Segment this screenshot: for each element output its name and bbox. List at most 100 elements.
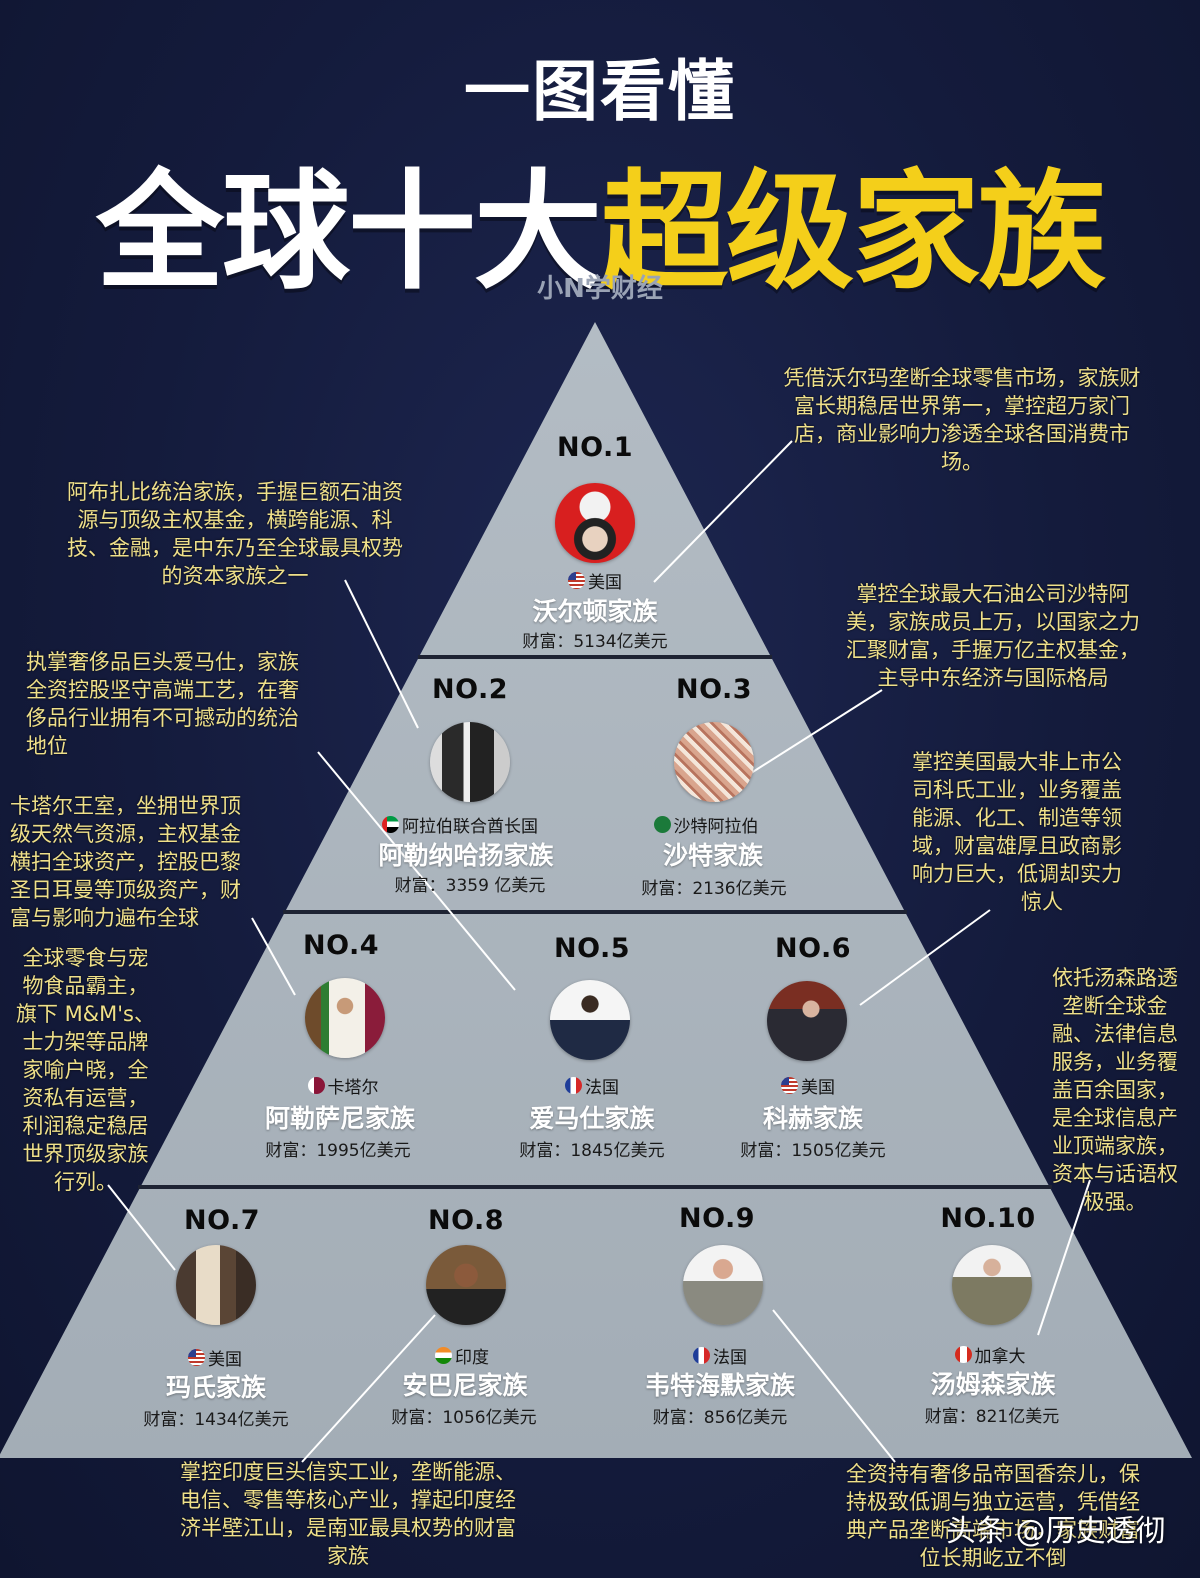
country-label: 卡塔尔: [213, 1073, 473, 1098]
family-name: 科赫家族: [762, 1104, 863, 1133]
note-koch: 掌控美国最大非上市公 司科氏工业，业务覆盖 能源、化工、制造等领 域，财富雄厚且…: [912, 748, 1172, 916]
country-label: 美国: [678, 1073, 938, 1098]
header-kicker: 一图看懂: [464, 53, 736, 130]
france-flag-icon: [565, 1077, 582, 1094]
family-name: 韦特海默家族: [644, 1371, 795, 1400]
country-label: 沙特阿拉伯: [576, 812, 836, 837]
rank-label: NO.6: [775, 933, 851, 964]
family-photo-hermes: [550, 980, 630, 1060]
note-line: 店，商业影响力渗透全球各国消费市: [794, 422, 1130, 446]
note-line: 富与影响力遍布全球: [10, 906, 199, 930]
family-photo-koch: [767, 981, 847, 1061]
note-line: 垄断全球金: [1062, 994, 1168, 1018]
note-line: 电信、零售等核心产业，撑起印度经: [180, 1488, 516, 1512]
family-name: 汤姆森家族: [930, 1370, 1056, 1399]
note-line: 掌控全球最大石油公司沙特阿: [856, 582, 1130, 606]
wealth-value: 财富：1505亿美元: [740, 1141, 886, 1161]
note-line: 行列。: [54, 1170, 117, 1194]
country-label: 美国: [465, 568, 725, 593]
family-photo-ambani: [426, 1245, 506, 1325]
title-yellow-part: 超级家族: [600, 158, 1106, 307]
wealth-value: 财富：1995亿美元: [265, 1141, 411, 1161]
note-line: 家喻户晓，全: [22, 1058, 149, 1082]
wealth-value: 财富：821亿美元: [924, 1407, 1060, 1427]
note-line: 响力巨大，低调却实力: [912, 862, 1122, 886]
rank-label: NO.5: [554, 933, 630, 964]
note-line: 全资持有奢侈品帝国香奈儿，保: [846, 1462, 1140, 1486]
family-name: 阿勒萨尼家族: [264, 1104, 415, 1133]
us-flag-icon: [781, 1077, 798, 1094]
note-line: 盖百余国家，: [1052, 1078, 1178, 1102]
note-line: 美，家族成员上万，以国家之力: [846, 610, 1140, 634]
note-line: 资本与话语权: [1052, 1162, 1178, 1186]
note-line: 的资本家族之一: [161, 564, 309, 588]
family-photo-wertheimer: [683, 1245, 763, 1325]
note-line: 全球零食与宠: [22, 946, 149, 970]
note-line: 是全球信息产: [1052, 1106, 1178, 1130]
family-photo-thomson: [952, 1245, 1032, 1325]
family-name: 沙特家族: [662, 841, 763, 870]
note-line: 域，财富雄厚且政商影: [912, 834, 1122, 858]
note-line: 富长期稳居世界第一，掌控超万家门: [794, 394, 1130, 418]
note-line: 侈品行业拥有不可撼动的统治: [26, 706, 299, 730]
note-line: 全资控股坚守高端工艺，在奢: [26, 678, 299, 702]
note-wertheimer: 全资持有奢侈品帝国香奈儿，保 持极致低调与独立运营，凭借经 典产品垄断高端市场，…: [818, 1460, 1168, 1572]
note-line: 地位: [26, 734, 68, 758]
family-name: 玛氏家族: [165, 1373, 266, 1402]
country-name: 美国: [588, 573, 622, 593]
note-line: 级天然气资源，主权基金: [10, 822, 241, 846]
note-line: 司科氏工业，业务覆盖: [912, 778, 1122, 802]
country-name: 卡塔尔: [327, 1078, 379, 1098]
country-name: 沙特阿拉伯: [673, 817, 759, 837]
note-line: 家族: [327, 1544, 369, 1568]
family-photo-saud: [674, 722, 754, 802]
family-name: 安巴尼家族: [402, 1371, 528, 1400]
note-line: 技、金融，是中东乃至全球最具权势: [67, 536, 403, 560]
family-photo-nahyan: [430, 722, 510, 802]
country-label: 阿拉伯联合酋长国: [330, 812, 590, 837]
note-line: 物食品霸主，: [22, 974, 149, 998]
page-title: 全球十大超级家族: [0, 128, 1200, 313]
note-line: 能源、化工、制造等领: [912, 806, 1122, 830]
note-line: 业顶端家族，: [1052, 1134, 1178, 1158]
note-line: 执掌奢侈品巨头爱马仕，家族: [26, 650, 299, 674]
country-label: 法国: [590, 1343, 850, 1368]
note-line: 士力架等品牌: [22, 1030, 149, 1054]
rank-label: NO.4: [303, 930, 379, 961]
note-thomson: 依托汤森路透 垄断全球金 融、法律信息 服务，业务覆 盖百余国家， 是全球信息产…: [1036, 964, 1194, 1216]
note-thani: 卡塔尔王室，坐拥世界顶 级天然气资源，主权基金 横扫全球资产，控股巴黎 圣日耳曼…: [10, 792, 295, 932]
note-ambani: 掌控印度巨头信实工业，垄断能源、 电信、零售等核心产业，撑起印度经 济半壁江山，…: [148, 1458, 548, 1570]
note-line: 世界顶级家族: [22, 1142, 149, 1166]
note-line: 典产品垄断高端市场，家族财富: [846, 1518, 1140, 1542]
note-hermes: 执掌奢侈品巨头爱马仕，家族 全资控股坚守高端工艺，在奢 侈品行业拥有不可撼动的统…: [26, 648, 366, 760]
family-photo-mars: [176, 1245, 256, 1325]
family-name: 沃尔顿家族: [532, 597, 658, 626]
note-line: 资私有运营，: [22, 1086, 149, 1110]
country-label: 美国: [85, 1345, 345, 1370]
canada-flag-icon: [954, 1346, 972, 1363]
title-white-part: 全球十大: [95, 158, 602, 307]
france-flag-icon: [693, 1347, 710, 1364]
note-line: 阿布扎比统治家族，手握巨额石油资: [67, 480, 403, 504]
note-line: 依托汤森路透: [1052, 966, 1178, 990]
note-walton: 凭借沃尔玛垄断全球零售市场，家族财 富长期稳居世界第一，掌控超万家门 店，商业影…: [742, 364, 1182, 476]
country-name: 印度: [455, 1348, 489, 1368]
rank-label: NO.2: [432, 674, 508, 705]
us-flag-icon: [568, 572, 585, 589]
country-label: 法国: [462, 1073, 722, 1098]
note-line: 济半壁江山，是南亚最具权势的财富: [180, 1516, 516, 1540]
country-name: 法国: [585, 1078, 619, 1098]
note-line: 融、法律信息: [1052, 1022, 1178, 1046]
note-line: 服务，业务覆: [1052, 1050, 1178, 1074]
country-name: 美国: [208, 1350, 242, 1370]
note-line: 圣日耳曼等顶级资产，财: [10, 878, 241, 902]
wealth-value: 财富：1434亿美元: [143, 1410, 289, 1430]
wealth-value: 财富：1056亿美元: [391, 1408, 537, 1428]
note-line: 汇聚财富，手握万亿主权基金，: [846, 638, 1140, 662]
note-line: 位长期屹立不倒: [919, 1546, 1067, 1570]
wealth-value: 财富：856亿美元: [652, 1408, 788, 1428]
note-mars: 全球零食与宠 物食品霸主， 旗下 M&M's、 士力架等品牌 家喻户晓，全 资私…: [8, 944, 163, 1196]
wealth-value: 财富：2136亿美元: [641, 879, 787, 899]
rank-label: NO.8: [428, 1205, 504, 1236]
country-label: 加拿大: [860, 1342, 1120, 1367]
